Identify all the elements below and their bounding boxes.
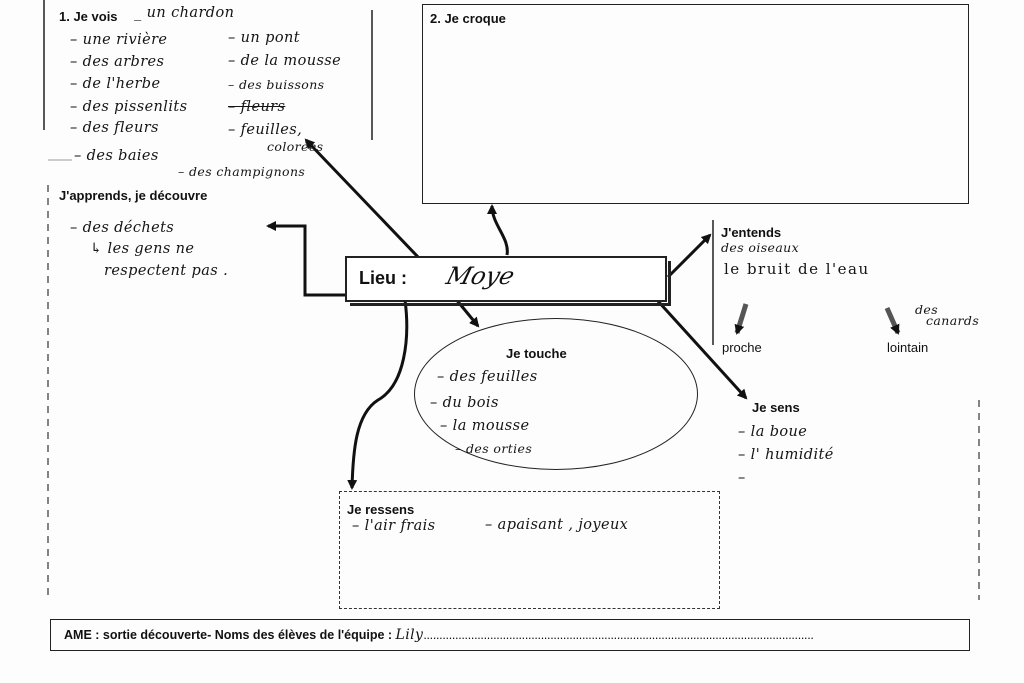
footer-line: AME : sortie découverte- Noms des élèves…	[64, 627, 814, 643]
je-touche-title: Je touche	[506, 346, 567, 361]
lieu-box: Lieu : Moye	[345, 256, 671, 306]
je-vois-item: – feuilles,	[228, 122, 303, 138]
lointain-label: lointain	[887, 340, 929, 355]
lointain-note: des	[915, 302, 939, 317]
je-vois-item: – de l'herbe	[70, 76, 161, 92]
je-ressens-item: – l'air frais	[352, 518, 436, 534]
je-croque-box	[422, 4, 969, 204]
je-vois-item: – une rivière	[70, 32, 168, 48]
je-touche-item: – des feuilles	[437, 369, 538, 385]
je-sens-item: –	[738, 470, 746, 486]
je-vois-item: – de la mousse	[228, 53, 342, 69]
arrow-to-je-croque	[487, 204, 509, 256]
arrow-proche	[734, 303, 749, 335]
je-vois-item: _ un chardon	[134, 5, 235, 21]
lieu-value: Moye	[443, 262, 518, 290]
arrow-to-je-touche	[453, 297, 480, 328]
jentends-item: des oiseaux	[721, 240, 800, 255]
je-vois-item: – des fleurs	[70, 120, 159, 136]
je-vois-item: – des pissenlits	[70, 99, 188, 115]
arrow-to-je-ressens	[347, 299, 409, 490]
lieu-label: Lieu :	[359, 268, 407, 288]
footer-box	[50, 619, 970, 651]
je-touche-ellipse	[414, 318, 698, 470]
japprends-item: ↳ les gens ne	[90, 241, 195, 257]
jentends-item: le bruit de l'eau	[724, 260, 870, 278]
footer-dots: ........................................…	[423, 628, 814, 642]
je-ressens-item: – apaisant , joyeux	[485, 517, 629, 533]
je-ressens-box	[339, 491, 720, 609]
footer-signature: Lily	[395, 627, 424, 643]
je-touche-item: – du bois	[430, 395, 499, 411]
japprends-title: J'apprends, je découvre	[59, 188, 208, 203]
footer-text: AME : sortie découverte- Noms des élèves…	[64, 628, 396, 642]
japprends-item: – des déchets	[70, 220, 175, 236]
proche-label: proche	[722, 340, 762, 355]
arrow-to-je-vois	[304, 138, 420, 259]
je-touche-item: – des orties	[455, 441, 533, 456]
arrow-lointain	[884, 306, 901, 335]
japprends-item: respectent pas .	[104, 263, 229, 279]
je-ressens-title: Je ressens	[347, 502, 415, 517]
arrow-to-jentends	[666, 233, 712, 279]
je-vois-title: 1. Je vois	[59, 9, 118, 24]
lointain-note: canards	[926, 313, 980, 328]
je-croque-title: 2. Je croque	[430, 11, 506, 26]
je-sens-item: – la boue	[738, 424, 808, 440]
je-vois-item-crossed: – fleurs	[228, 99, 286, 115]
je-vois-item: – un pont	[228, 30, 300, 46]
je-touche-item: – la mousse	[440, 418, 530, 434]
je-sens-title: Je sens	[752, 400, 800, 415]
arrow-to-japprends	[266, 221, 345, 297]
je-vois-item: colorées	[267, 139, 324, 154]
je-sens-item: – l' humidité	[738, 447, 834, 463]
je-vois-item: – des buissons	[228, 77, 325, 92]
je-vois-item: – des arbres	[70, 54, 165, 70]
je-vois-item: – des baies	[74, 148, 159, 164]
je-vois-item: – des champignons	[178, 164, 306, 179]
jentends-title: J'entends	[721, 225, 782, 240]
arrow-to-je-sens	[655, 298, 748, 400]
